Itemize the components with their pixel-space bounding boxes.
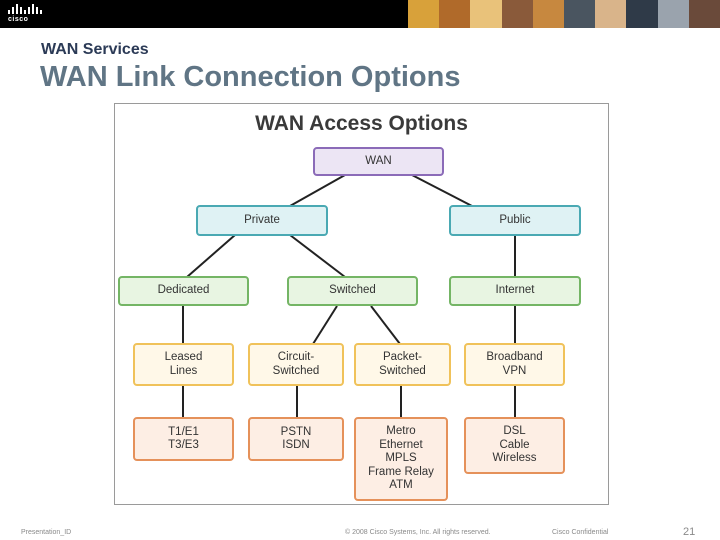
node-wan-label: WAN: [365, 154, 392, 167]
header-photo-tile: [688, 0, 720, 28]
header-photo-tile: [408, 0, 440, 28]
slide-title: WAN Link Connection Options: [40, 61, 461, 93]
node-switched-label: Switched: [329, 284, 376, 297]
node-pstn-isdn-line-2: ISDN: [282, 439, 310, 451]
node-public-label: Public: [499, 213, 531, 226]
diagram-frame: WAN Access Options WAN Private Public De…: [114, 103, 609, 505]
node-packet-switched-line-2: Switched: [379, 364, 426, 377]
node-private-label: Private: [244, 213, 280, 226]
node-pstn-isdn: PSTN ISDN: [248, 417, 344, 461]
node-t1-e1: T1/E1 T3/E3: [133, 417, 234, 461]
node-dedicated-label: Dedicated: [157, 284, 210, 297]
node-circuit-switched: Circuit- Switched: [248, 343, 344, 386]
node-wan: WAN: [313, 147, 444, 176]
header-photo-tile: [564, 0, 596, 28]
header-photo-strip: [408, 0, 720, 28]
node-metro-ethernet-line-2: Ethernet: [379, 438, 423, 451]
header-photo-tile: [439, 0, 471, 28]
node-leased-lines: Leased Lines: [133, 343, 234, 386]
slide-subtitle: WAN Services: [41, 41, 149, 58]
node-broadband-vpn-line-1: Broadband: [486, 351, 543, 363]
page-number: 21: [683, 526, 696, 538]
node-metro-ethernet-line-3: MPLS: [385, 452, 417, 465]
diagram-title: WAN Access Options: [255, 112, 468, 135]
node-dedicated: Dedicated: [118, 276, 249, 306]
header-photo-tile: [657, 0, 689, 28]
cisco-logo: cisco: [8, 4, 42, 24]
node-circuit-switched-line-2: Switched: [272, 364, 320, 377]
node-public: Public: [449, 205, 581, 236]
node-metro-ethernet-line-1: Metro: [386, 425, 416, 438]
node-private: Private: [196, 205, 328, 236]
node-dsl-cable-wireless-line-3: Wireless: [492, 452, 537, 465]
node-metro-ethernet-line-4: Frame Relay: [368, 465, 434, 478]
footer-copyright: © 2008 Cisco Systems, Inc. All rights re…: [345, 529, 491, 536]
node-dsl-cable-wireless: DSL Cable Wireless: [464, 417, 565, 474]
footer-confidential: Cisco Confidential: [552, 529, 609, 536]
node-metro-ethernet: Metro Ethernet MPLS Frame Relay ATM: [354, 417, 448, 501]
node-broadband-vpn: Broadband VPN: [464, 343, 565, 386]
footer-presentation-id: Presentation_ID: [21, 529, 72, 536]
link-switched-circuit: [312, 305, 338, 345]
node-leased-lines-line-2: Lines: [169, 364, 198, 377]
node-internet: Internet: [449, 276, 581, 306]
node-pstn-isdn-line-1: PSTN: [280, 425, 312, 438]
node-internet-label: Internet: [495, 284, 535, 297]
header-photo-tile: [501, 0, 533, 28]
node-circuit-switched-line-1: Circuit-: [277, 351, 315, 363]
header-bar: cisco: [0, 0, 720, 28]
link-wan-private: [289, 174, 346, 207]
cisco-bars-icon: [8, 4, 42, 14]
node-switched: Switched: [287, 276, 418, 306]
link-switched-packet: [370, 305, 401, 345]
node-metro-ethernet-line-5: ATM: [389, 479, 413, 492]
node-leased-lines-line-1: Leased: [164, 351, 203, 363]
node-dsl-cable-wireless-line-2: Cable: [499, 438, 530, 451]
header-photo-tile: [532, 0, 565, 28]
node-dsl-cable-wireless-line-1: DSL: [503, 425, 526, 438]
header-photo-tile: [470, 0, 502, 28]
node-packet-switched: Packet- Switched: [354, 343, 451, 386]
cisco-logo-text: cisco: [8, 16, 29, 23]
node-t1-e1-line-1: T1/E1: [168, 425, 199, 438]
header-photo-tile: [626, 0, 658, 28]
node-t1-e1-line-2: T3/E3: [168, 439, 199, 451]
node-packet-switched-line-1: Packet-: [382, 351, 422, 363]
diagram-connectors: [182, 174, 516, 418]
link-private-switched: [289, 234, 346, 278]
link-wan-public: [411, 174, 473, 207]
link-private-dedicated: [186, 234, 236, 278]
header-photo-tile: [595, 0, 627, 28]
node-broadband-vpn-line-2: VPN: [502, 364, 527, 377]
